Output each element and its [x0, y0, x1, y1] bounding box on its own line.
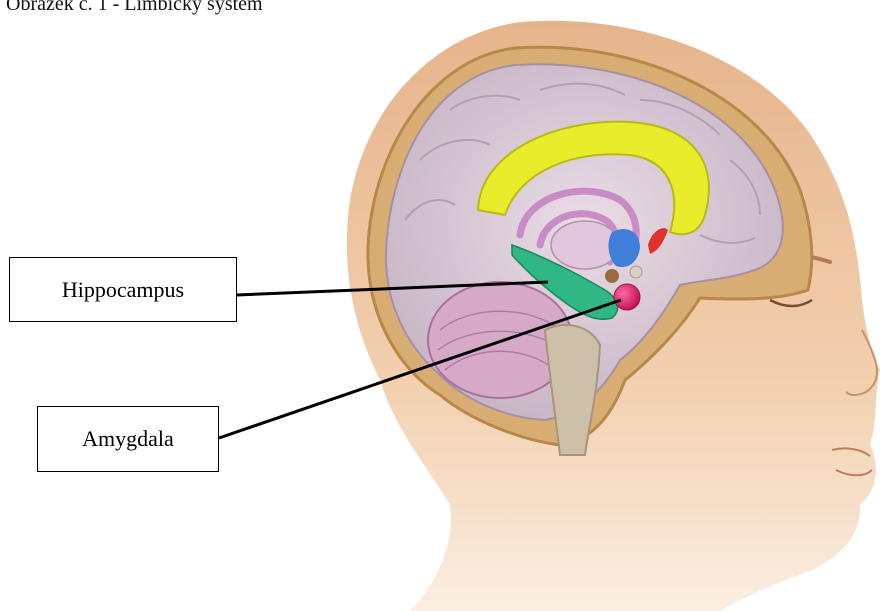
- amygdala-label: Amygdala: [37, 406, 219, 472]
- mammillary-body: [605, 269, 619, 283]
- hippocampus-label: Hippocampus: [9, 257, 237, 322]
- septal-nucleus: [630, 266, 642, 278]
- amygdala: [614, 284, 640, 310]
